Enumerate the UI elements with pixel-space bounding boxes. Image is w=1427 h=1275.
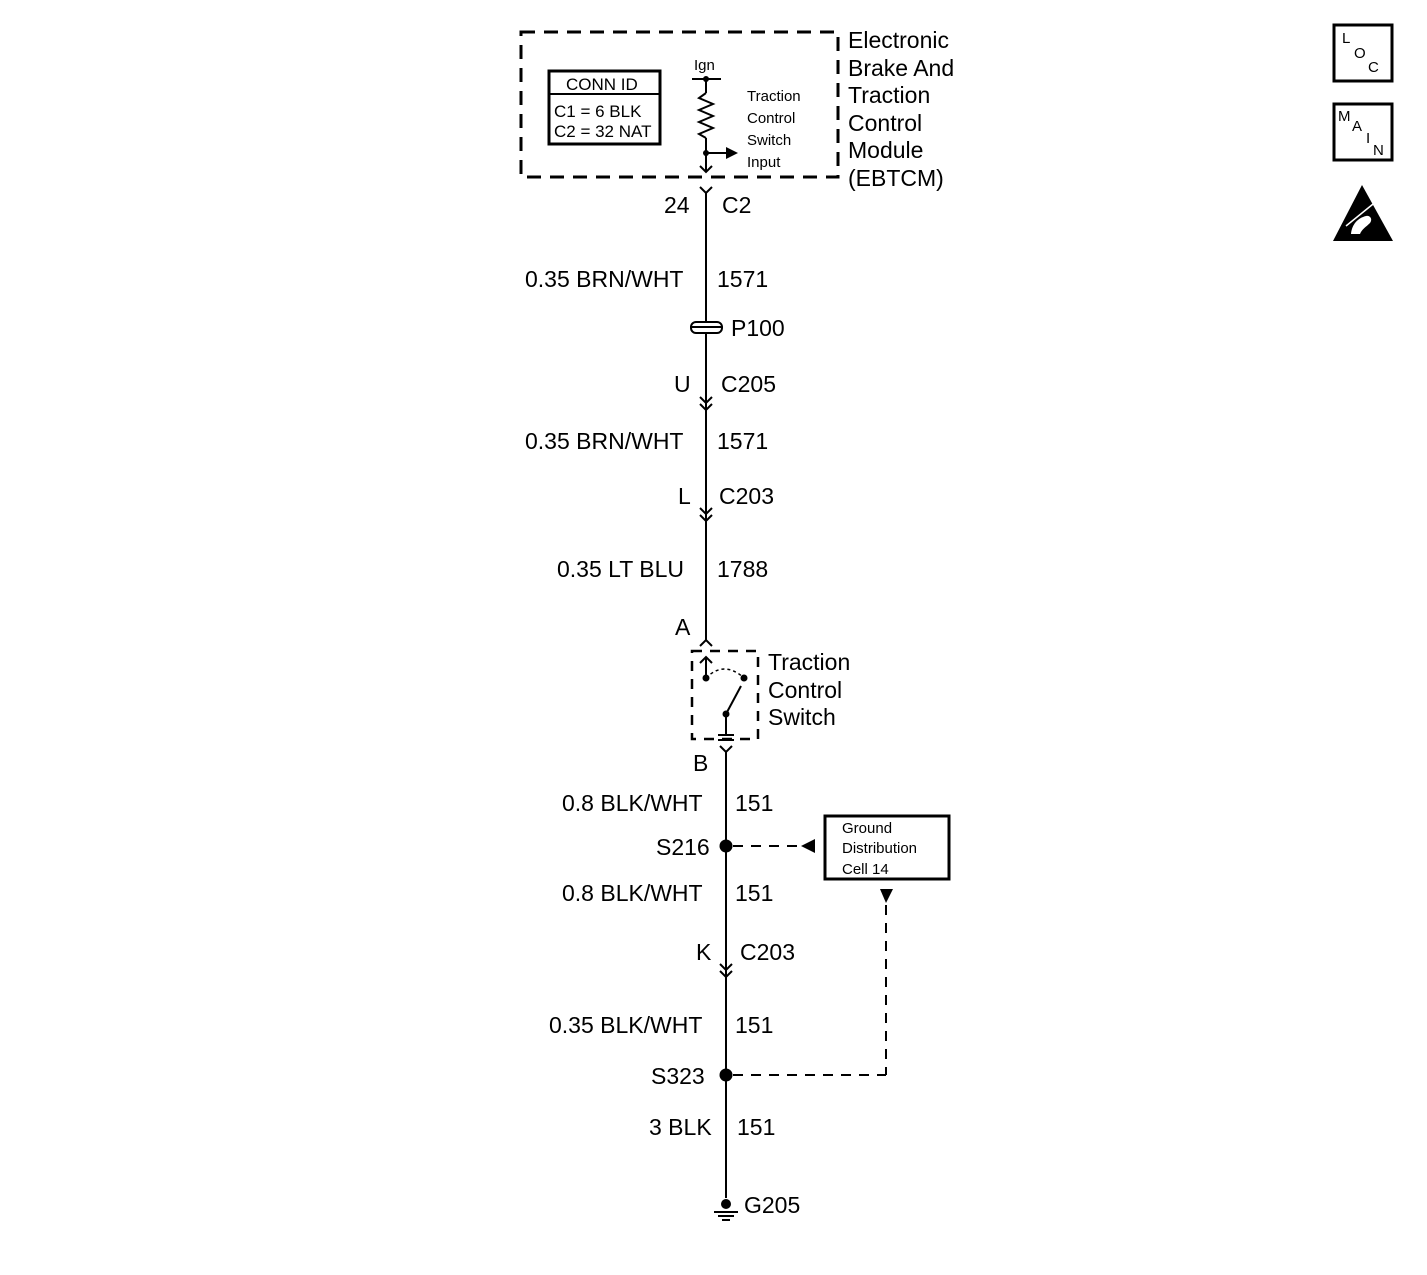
c205-connector-icon bbox=[699, 396, 713, 405]
c203-k-pin: K bbox=[696, 939, 712, 965]
switch-pin-a: A bbox=[675, 614, 691, 640]
conn-id-box: CONN ID C1 = 6 BLK C2 = 32 NAT bbox=[547, 69, 662, 146]
ign-label: Ign bbox=[694, 57, 715, 74]
wire-3-circuit: 1788 bbox=[717, 556, 768, 582]
input-arrow-icon bbox=[726, 147, 738, 159]
switch-a-connector-icon bbox=[699, 638, 713, 647]
wire-5-circuit: 151 bbox=[735, 880, 773, 906]
wire-6-circuit: 151 bbox=[735, 1012, 773, 1038]
wire-5-desc: 0.8 BLK/WHT bbox=[562, 880, 703, 906]
wire-1-desc: 0.35 BRN/WHT bbox=[525, 266, 683, 292]
c203-l-pin: L bbox=[678, 483, 691, 509]
wire-1-circuit: 1571 bbox=[717, 266, 768, 292]
main-letter-i: I bbox=[1366, 130, 1370, 147]
wire-4-desc: 0.8 BLK/WHT bbox=[562, 790, 703, 816]
loc-icon[interactable]: L O C bbox=[1332, 23, 1394, 83]
input-label-line-2: Control bbox=[747, 110, 795, 127]
ground-ref-down-arrow-icon bbox=[880, 889, 893, 903]
c203-l-connector-icon bbox=[699, 507, 713, 516]
c2-pin: 24 bbox=[664, 192, 690, 218]
module-dashed-border bbox=[519, 30, 840, 179]
s216-ref-arrow-icon bbox=[801, 839, 815, 853]
s323-label: S323 bbox=[651, 1063, 705, 1089]
switch-pin-b: B bbox=[693, 750, 708, 776]
wire-2-desc: 0.35 BRN/WHT bbox=[525, 428, 683, 454]
c2-connector-icon bbox=[699, 186, 713, 195]
ground-ref-line-2: Distribution bbox=[842, 840, 917, 857]
c203-k-name: C203 bbox=[740, 939, 795, 965]
main-letter-a: A bbox=[1352, 118, 1362, 135]
c203-k-connector-icon bbox=[719, 963, 733, 972]
s323-splice-icon bbox=[719, 1068, 733, 1082]
wire-7-circuit: 151 bbox=[737, 1114, 775, 1140]
conn-id-line-2: C2 = 32 NAT bbox=[554, 122, 651, 141]
module-name-line-4: Control bbox=[848, 110, 922, 136]
s216-label: S216 bbox=[656, 834, 710, 860]
module-name-line-2: Brake And bbox=[848, 55, 954, 81]
module-name-line-6: (EBTCM) bbox=[848, 165, 944, 191]
wire-2-circuit: 1571 bbox=[717, 428, 768, 454]
module-name-line-5: Module bbox=[848, 137, 923, 163]
switch-b-connector-icon bbox=[719, 745, 733, 754]
traction-control-switch: Traction Control Switch bbox=[690, 649, 850, 741]
esd-warning-icon[interactable] bbox=[1333, 185, 1393, 241]
switch-name-line-2: Control bbox=[768, 677, 842, 703]
switch-name-line-1: Traction bbox=[768, 649, 850, 675]
switch-name-line-3: Switch bbox=[768, 704, 836, 730]
wire-3-desc: 0.35 LT BLU bbox=[557, 556, 684, 582]
wire-4-circuit: 151 bbox=[735, 790, 773, 816]
p100-label: P100 bbox=[731, 315, 785, 341]
input-label-line-1: Traction bbox=[747, 88, 801, 105]
c205-pin: U bbox=[674, 371, 691, 397]
conn-id-title: CONN ID bbox=[566, 75, 638, 94]
conn-id-line-1: C1 = 6 BLK bbox=[554, 102, 642, 121]
c2-name: C2 bbox=[722, 192, 751, 218]
ground-ref-line-3: Cell 14 bbox=[842, 861, 889, 878]
loc-letter-l: L bbox=[1342, 30, 1350, 47]
resistor-icon bbox=[696, 92, 716, 139]
ground-icon bbox=[714, 1199, 738, 1221]
c203-l-name: C203 bbox=[719, 483, 774, 509]
g205-label: G205 bbox=[744, 1192, 800, 1218]
main-letter-m: M bbox=[1338, 108, 1351, 125]
wire-7-desc: 3 BLK bbox=[649, 1114, 712, 1140]
input-label-line-3: Switch bbox=[747, 132, 791, 149]
main-letter-n: N bbox=[1373, 142, 1384, 159]
s216-splice-icon bbox=[719, 839, 733, 853]
p100-passthrough-icon bbox=[690, 321, 723, 334]
switch-contact-icon bbox=[725, 685, 742, 715]
loc-letter-c: C bbox=[1368, 59, 1379, 76]
module-name-line-3: Traction bbox=[848, 82, 930, 108]
ground-distribution-ref: Ground Distribution Cell 14 bbox=[823, 814, 951, 881]
input-label-line-4: Input bbox=[747, 154, 781, 171]
ground-ref-line-1: Ground bbox=[842, 820, 892, 837]
wire-6-desc: 0.35 BLK/WHT bbox=[549, 1012, 702, 1038]
ebtcm-module: Electronic Brake And Traction Control Mo… bbox=[519, 27, 954, 191]
main-icon[interactable]: M A I N bbox=[1332, 102, 1394, 162]
loc-letter-o: O bbox=[1354, 45, 1366, 62]
module-name-line-1: Electronic bbox=[848, 27, 949, 53]
c205-name: C205 bbox=[721, 371, 776, 397]
